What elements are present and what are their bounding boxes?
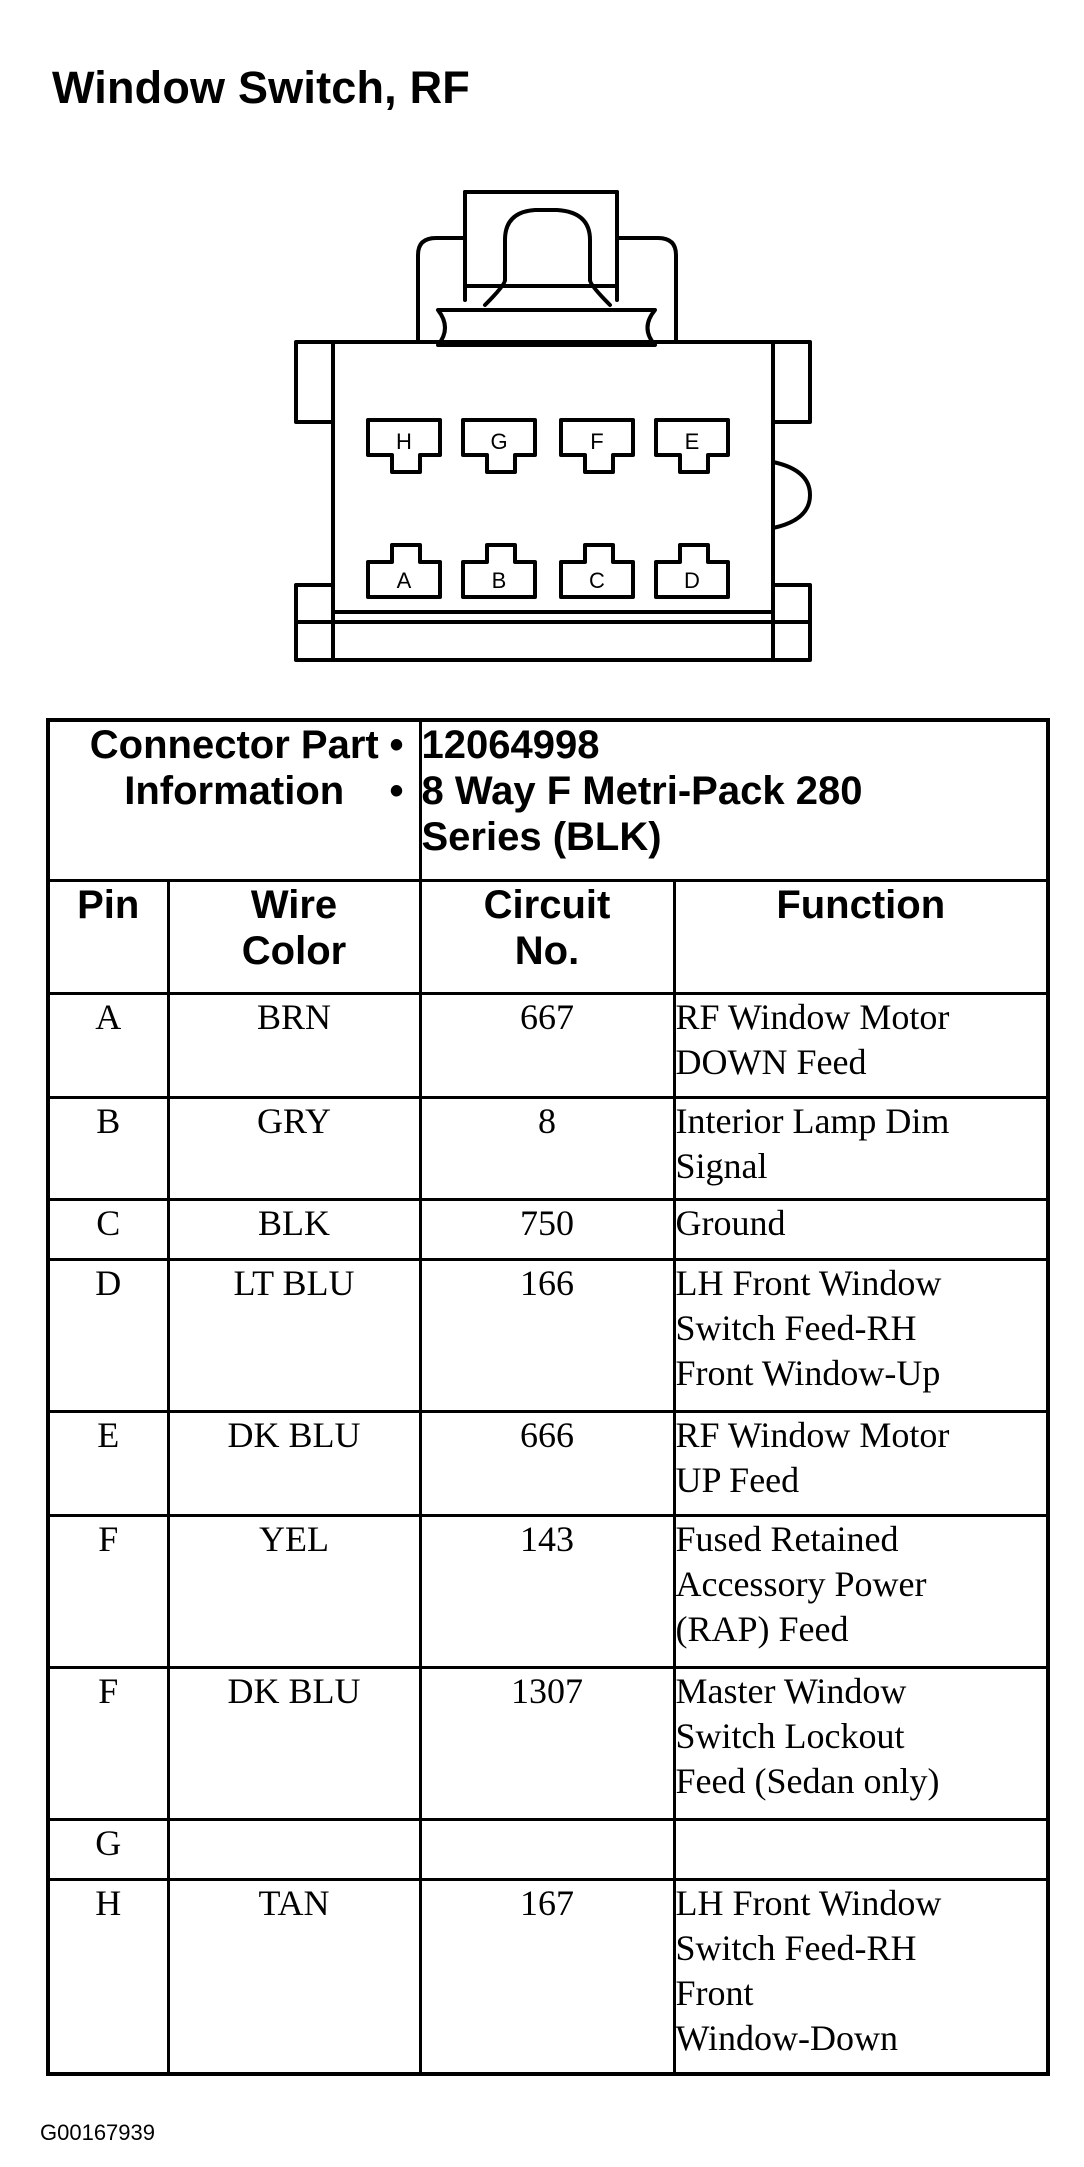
- cavity-label: A: [397, 568, 412, 593]
- col-header-function: Function: [672, 879, 1050, 995]
- bullet: •: [389, 769, 404, 813]
- function-line: Interior Lamp Dim: [675, 1101, 950, 1141]
- connector-description: 8 Way F Metri-Pack 280: [421, 769, 863, 813]
- bullet: •: [389, 723, 404, 767]
- function-line: UP Feed: [675, 1460, 800, 1500]
- part-number: 12064998: [421, 723, 600, 767]
- pin-cell: G: [46, 1818, 170, 1881]
- wire-color-cell: BRN: [166, 992, 422, 1099]
- cavity-label: C: [589, 568, 605, 593]
- function-line: DOWN Feed: [675, 1042, 867, 1082]
- pin-cell: D: [46, 1258, 170, 1413]
- connector-info-row: Connector Part Information • 12064998 • 8 …: [46, 718, 1050, 882]
- pin-cell: F: [46, 1666, 170, 1821]
- wire-color-cell: BLK: [166, 1198, 422, 1261]
- page-title: Window Switch, RF: [52, 62, 470, 113]
- connector-diagram: H G F E A B C D: [294, 190, 812, 662]
- function-line: Signal: [675, 1146, 768, 1186]
- function-line: Switch Feed-RH: [675, 1928, 917, 1968]
- pin-cell: F: [46, 1514, 170, 1669]
- function-line: LH Front Window: [675, 1263, 942, 1303]
- wire-color-cell: GRY: [166, 1096, 422, 1201]
- circuit-cell: 166: [418, 1258, 676, 1413]
- function-cell: [672, 1818, 1050, 1881]
- cavity-label: F: [590, 429, 603, 454]
- function-line: RF Window Motor: [675, 1415, 950, 1455]
- circuit-cell: 8: [418, 1096, 676, 1201]
- cavity-label: D: [684, 568, 700, 593]
- circuit-cell: 666: [418, 1410, 676, 1517]
- function-line: LH Front Window: [675, 1883, 942, 1923]
- cavity-label: B: [492, 568, 507, 593]
- circuit-cell: 667: [418, 992, 676, 1099]
- cavity-label: G: [490, 429, 507, 454]
- function-cell: Ground: [672, 1198, 1050, 1261]
- function-line: Front Window-Up: [675, 1353, 941, 1393]
- pin-cell: C: [46, 1198, 170, 1261]
- function-line: Ground: [675, 1203, 786, 1243]
- connector-description: Series (BLK): [421, 815, 662, 859]
- figure-id: G00167939: [40, 2120, 155, 2145]
- connector-info-values: • 12064998 • 8 Way F Metri-Pack 280 Series…: [390, 718, 1050, 882]
- wire-color-cell: TAN: [166, 1878, 422, 2075]
- function-line: RF Window Motor: [675, 997, 950, 1037]
- pin-cell: A: [46, 992, 170, 1099]
- function-line: Switch Lockout: [675, 1716, 905, 1756]
- wire-color-cell: DK BLU: [166, 1410, 422, 1517]
- col-header-pin: Pin: [46, 879, 170, 995]
- circuit-cell: 143: [418, 1514, 676, 1669]
- pin-cell: B: [46, 1096, 170, 1201]
- circuit-cell: 750: [418, 1198, 676, 1261]
- function-line: Switch Feed-RH: [675, 1308, 917, 1348]
- wire-color-cell: YEL: [166, 1514, 422, 1669]
- function-cell: RF Window Motor UP Feed: [672, 1410, 1050, 1517]
- function-line: Front: [675, 1973, 754, 2013]
- table-row: G: [46, 1818, 1050, 1881]
- cavity-label: H: [396, 429, 412, 454]
- function-line: (RAP) Feed: [675, 1609, 849, 1649]
- wire-color-cell: LT BLU: [166, 1258, 422, 1413]
- function-line: Master Window: [675, 1671, 907, 1711]
- function-line: Feed (Sedan only): [675, 1761, 940, 1801]
- pin-cell: E: [46, 1410, 170, 1517]
- function-line: Accessory Power: [675, 1564, 927, 1604]
- wire-color-cell: [166, 1818, 422, 1881]
- circuit-cell: 1307: [418, 1666, 676, 1821]
- pin-cell: H: [46, 1878, 170, 2075]
- cavity-label: E: [685, 429, 700, 454]
- function-line: Fused Retained: [675, 1519, 899, 1559]
- circuit-cell: 167: [418, 1878, 676, 2075]
- circuit-cell: [418, 1818, 676, 1881]
- pinout-table: Connector Part Information • 12064998 • 8 …: [46, 718, 1050, 2076]
- function-line: Window-Down: [675, 2018, 899, 2058]
- wire-color-cell: DK BLU: [166, 1666, 422, 1821]
- connector-info-label: Connector Part Information: [46, 718, 422, 882]
